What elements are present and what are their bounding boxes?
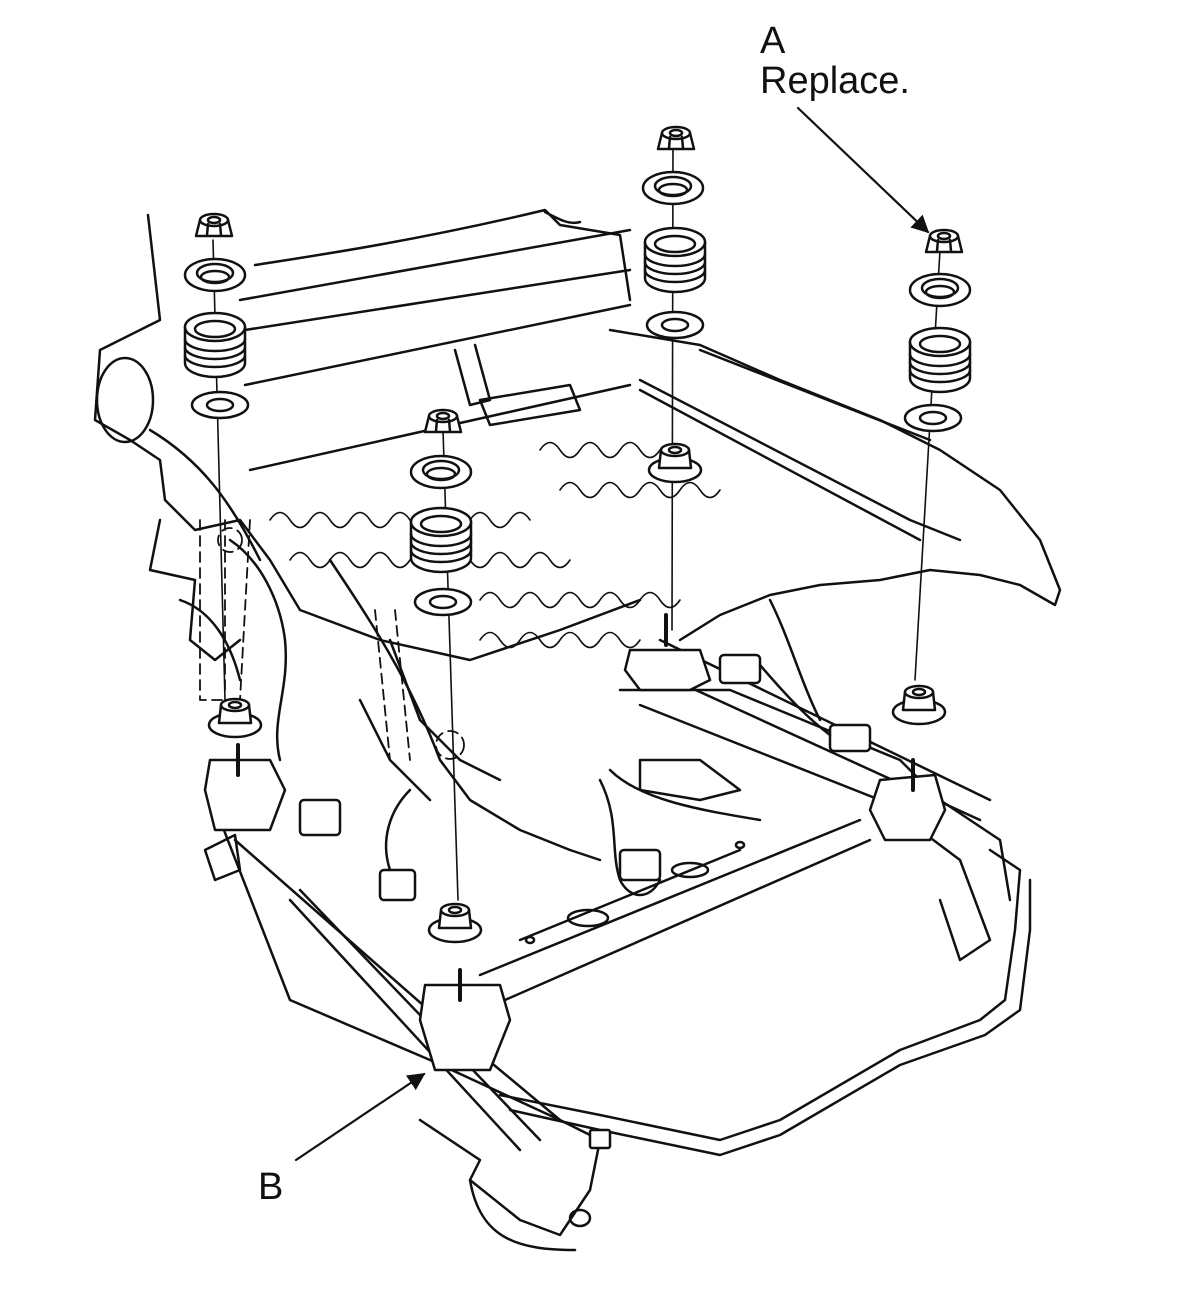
callout-b-letter: B — [258, 1166, 284, 1208]
callout-a-note: Replace. — [760, 60, 910, 102]
mount-stack-left-rear — [183, 212, 287, 832]
seat-cushion-frame — [128, 328, 1062, 862]
callout-a-letter: A — [760, 20, 786, 62]
mount-stack-right-rear — [623, 125, 712, 692]
callout-a-leader — [796, 106, 930, 234]
hidden-lines — [199, 519, 465, 791]
mount-stack-right-front — [868, 228, 972, 842]
seat-back-frame — [93, 208, 632, 472]
mount-stack-left-front — [409, 408, 512, 1072]
callout-b-leader — [294, 1072, 426, 1162]
lower-slide-frame — [203, 638, 1032, 1252]
wiring-harness — [298, 598, 872, 1150]
